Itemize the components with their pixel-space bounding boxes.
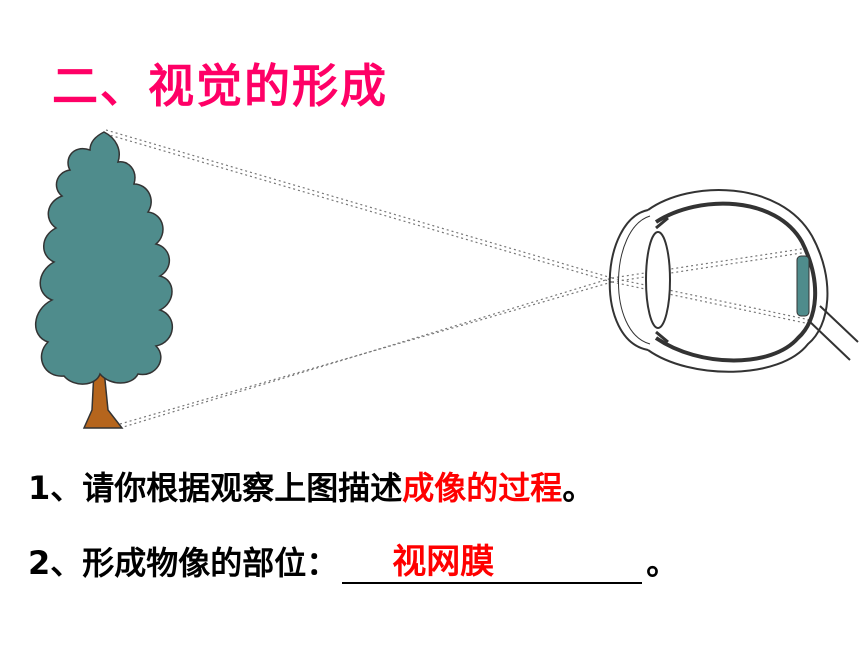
lens bbox=[645, 231, 671, 329]
question-2: 2、形成物像的部位： 视网膜 。 bbox=[28, 538, 678, 584]
choroid-retina bbox=[654, 201, 818, 363]
question-2-text: 形成物像的部位： bbox=[82, 544, 339, 582]
answer-blank: 视网膜 bbox=[342, 542, 643, 584]
vision-diagram bbox=[34, 129, 859, 429]
question-1-end: 。 bbox=[562, 469, 595, 507]
cornea bbox=[608, 209, 649, 351]
ciliary bbox=[655, 216, 669, 344]
light-rays bbox=[105, 129, 811, 429]
question-1: 1、请你根据观察上图描述成像的过程。 bbox=[28, 463, 594, 509]
cornea-inner bbox=[618, 215, 651, 345]
slide-title: 二、视觉的形成 bbox=[52, 59, 388, 113]
question-2-number: 2、 bbox=[28, 544, 83, 582]
question-2-end: 。 bbox=[646, 544, 679, 582]
retina-image bbox=[796, 255, 810, 317]
optic-nerve bbox=[807, 305, 859, 361]
answer-text: 视网膜 bbox=[392, 542, 495, 582]
tree bbox=[34, 131, 174, 429]
question-1-text: 请你根据观察上图描述 bbox=[82, 469, 403, 507]
sclera bbox=[647, 189, 829, 373]
eye bbox=[608, 189, 859, 373]
question-1-number: 1、 bbox=[28, 469, 83, 507]
question-1-highlight: 成像的过程 bbox=[402, 469, 563, 507]
tree-foliage bbox=[34, 131, 174, 385]
